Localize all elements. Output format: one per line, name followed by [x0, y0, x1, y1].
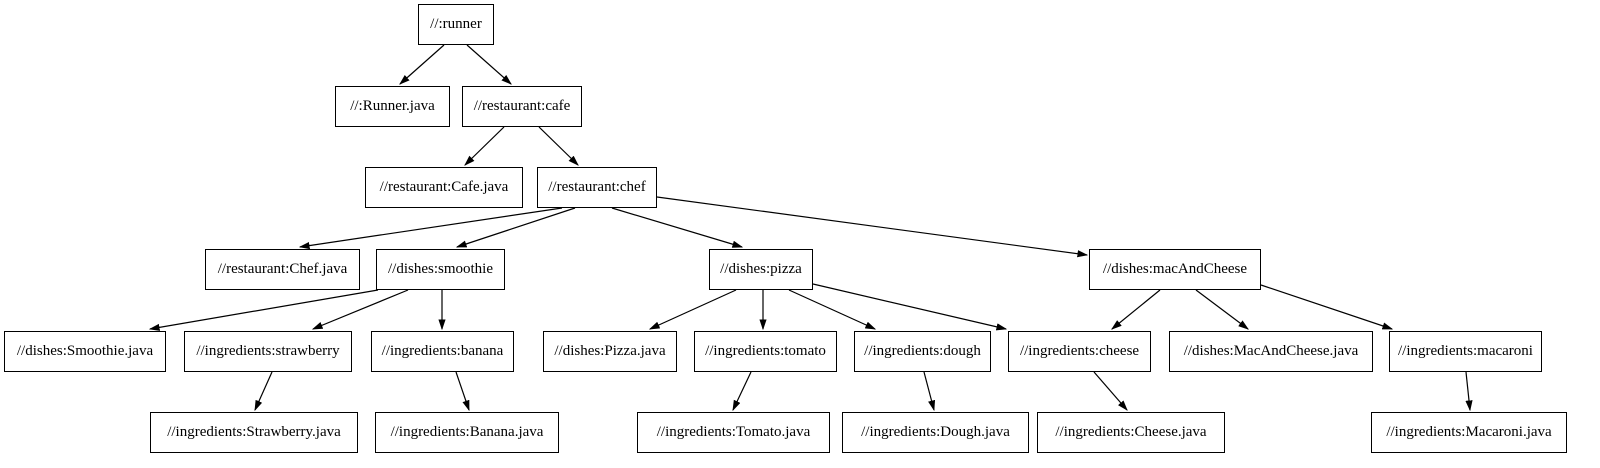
- graph-node-runner_java[interactable]: //:Runner.java: [335, 86, 450, 127]
- graph-node-label: //restaurant:Chef.java: [217, 261, 348, 277]
- graph-node-banana_java[interactable]: //ingredients:Banana.java: [375, 412, 559, 453]
- graph-edge-ing_dough-to-dough_java: [923, 371, 936, 412]
- graph-node-label: //ingredients:Dough.java: [861, 424, 1010, 440]
- graph-node-ing_strawberry[interactable]: //ingredients:strawberry: [184, 331, 352, 372]
- graph-node-label: //ingredients:macaroni: [1398, 343, 1533, 359]
- graph-node-ing_macaroni[interactable]: //ingredients:macaroni: [1389, 331, 1542, 372]
- graph-node-cheese_java[interactable]: //ingredients:Cheese.java: [1037, 412, 1225, 453]
- graph-node-label: //dishes:pizza: [720, 261, 802, 277]
- graph-node-cafe_java[interactable]: //restaurant:Cafe.java: [365, 167, 523, 208]
- graph-node-label: //restaurant:chef: [548, 179, 646, 195]
- graph-edge-restaurant_cafe-to-cafe_java: [464, 126, 505, 166]
- graph-node-dishes_smoothie[interactable]: //dishes:smoothie: [376, 249, 505, 290]
- graph-edge-dishes_pizza-to-ing_dough: [788, 289, 877, 330]
- graph-edge-restaurant_chef-to-dishes_smoothie: [455, 207, 576, 248]
- graph-node-ing_tomato[interactable]: //ingredients:tomato: [694, 331, 837, 372]
- graph-edge-dishes_pizza-to-ing_cheese: [812, 283, 1008, 331]
- graph-node-dough_java[interactable]: //ingredients:Dough.java: [842, 412, 1029, 453]
- graph-node-label: //dishes:macAndCheese: [1102, 261, 1248, 277]
- graph-node-label: //ingredients:banana: [381, 343, 504, 359]
- graph-node-strawberry_java[interactable]: //ingredients:Strawberry.java: [150, 412, 358, 453]
- graph-edge-runner-to-restaurant_cafe: [466, 44, 512, 85]
- graph-node-label: //dishes:Smoothie.java: [16, 343, 154, 359]
- graph-node-chef_java[interactable]: //restaurant:Chef.java: [205, 249, 360, 290]
- graph-edge-dishes_mac-to-ing_macaroni: [1260, 284, 1394, 330]
- graph-edge-ing_tomato-to-tomato_java: [732, 371, 752, 412]
- graph-node-label: //:Runner.java: [350, 98, 435, 114]
- graph-node-tomato_java[interactable]: //ingredients:Tomato.java: [637, 412, 830, 453]
- graph-edge-ing_strawberry-to-strawberry_java: [254, 371, 273, 412]
- graph-node-pizza_java[interactable]: //dishes:Pizza.java: [543, 331, 677, 372]
- graph-node-runner[interactable]: //:runner: [418, 4, 494, 45]
- graph-node-label: //:runner: [430, 16, 482, 32]
- graph-edge-dishes_smoothie-to-smoothie_java: [148, 289, 379, 331]
- graph-node-smoothie_java[interactable]: //dishes:Smoothie.java: [4, 331, 166, 372]
- graph-node-restaurant_chef[interactable]: //restaurant:chef: [537, 167, 657, 208]
- graph-node-label: //ingredients:cheese: [1019, 343, 1140, 359]
- graph-node-label: //ingredients:strawberry: [196, 343, 340, 359]
- graph-node-label: //ingredients:Tomato.java: [656, 424, 811, 440]
- graph-node-label: //ingredients:Cheese.java: [1055, 424, 1207, 440]
- graph-node-label: //ingredients:tomato: [705, 343, 826, 359]
- graph-edge-restaurant_chef-to-dishes_pizza: [611, 207, 744, 248]
- graph-node-macaroni_java[interactable]: //ingredients:Macaroni.java: [1371, 412, 1567, 453]
- graph-node-label: //ingredients:Banana.java: [390, 424, 544, 440]
- graph-edge-dishes_mac-to-ing_cheese: [1111, 289, 1161, 330]
- graph-edge-restaurant_cafe-to-restaurant_chef: [538, 126, 579, 166]
- graph-edge-runner-to-runner_java: [399, 44, 445, 85]
- graph-edge-restaurant_chef-to-chef_java: [298, 207, 563, 250]
- graph-edge-dishes_mac-to-mac_java: [1195, 289, 1249, 330]
- graph-node-ing_cheese[interactable]: //ingredients:cheese: [1008, 331, 1151, 372]
- graph-node-mac_java[interactable]: //dishes:MacAndCheese.java: [1169, 331, 1373, 372]
- graph-node-label: //ingredients:Macaroni.java: [1386, 424, 1552, 440]
- graph-node-label: //dishes:Pizza.java: [554, 343, 666, 359]
- graph-edge-ing_banana-to-banana_java: [455, 371, 470, 412]
- graph-node-restaurant_cafe[interactable]: //restaurant:cafe: [462, 86, 582, 127]
- graph-node-label: //dishes:smoothie: [388, 261, 493, 277]
- graph-edge-dishes_smoothie-to-ing_strawberry: [311, 289, 409, 330]
- edge-group: [148, 44, 1473, 412]
- graph-edge-ing_cheese-to-cheese_java: [1093, 371, 1128, 411]
- graph-edge-restaurant_chef-to-dishes_mac: [656, 196, 1089, 258]
- graph-node-label: //ingredients:Strawberry.java: [167, 424, 341, 440]
- graph-node-label: //dishes:MacAndCheese.java: [1183, 343, 1359, 359]
- graph-edge-dishes_pizza-to-pizza_java: [648, 289, 737, 330]
- graph-node-label: //ingredients:dough: [864, 343, 981, 359]
- graph-node-label: //restaurant:Cafe.java: [379, 179, 509, 195]
- graph-node-ing_banana[interactable]: //ingredients:banana: [371, 331, 514, 372]
- graph-node-dishes_pizza[interactable]: //dishes:pizza: [709, 249, 813, 290]
- graph-node-dishes_mac[interactable]: //dishes:macAndCheese: [1089, 249, 1261, 290]
- graph-edge-ing_macaroni-to-macaroni_java: [1465, 371, 1473, 412]
- graph-node-label: //restaurant:cafe: [473, 98, 571, 114]
- graph-node-ing_dough[interactable]: //ingredients:dough: [854, 331, 991, 372]
